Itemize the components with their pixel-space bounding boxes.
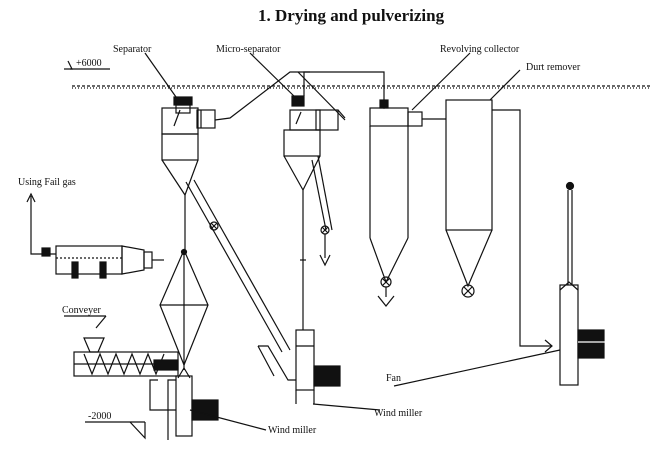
using-fail-gas-label: Using Fail gas	[18, 177, 76, 188]
separator-label: Separator	[113, 44, 152, 55]
wind-miller-1	[149, 366, 219, 440]
conveyer	[64, 315, 179, 377]
diagram-title: 1. Drying and pulverizing	[258, 6, 445, 25]
revolving-collector	[369, 99, 446, 307]
wind-miller-2	[257, 329, 341, 404]
wind-miller-label-1: Wind miller	[268, 425, 317, 436]
conveyer-label: Conveyer	[62, 305, 101, 316]
dust-remover-valve-icon	[461, 284, 475, 298]
micro-separator-label: Micro-separator	[216, 44, 281, 55]
level-bottom-label: -2000	[88, 411, 112, 422]
dust-remover	[445, 69, 553, 353]
micro-separator	[283, 95, 346, 330]
double-cone-classifier	[159, 248, 209, 370]
level-top-label: +6000	[76, 58, 102, 69]
revolving-collector-label: Revolving collector	[440, 44, 520, 55]
wind-miller-label-2: Wind miller	[374, 408, 423, 419]
dryer	[26, 192, 164, 279]
level-line-top	[64, 60, 650, 89]
fan-label: Fan	[386, 373, 401, 384]
level-line-bottom	[85, 421, 146, 440]
separator-valve-icon	[209, 221, 219, 231]
fan-stack	[559, 181, 610, 386]
separator	[161, 96, 291, 353]
dust-remover-label: Durt remover	[526, 62, 581, 73]
